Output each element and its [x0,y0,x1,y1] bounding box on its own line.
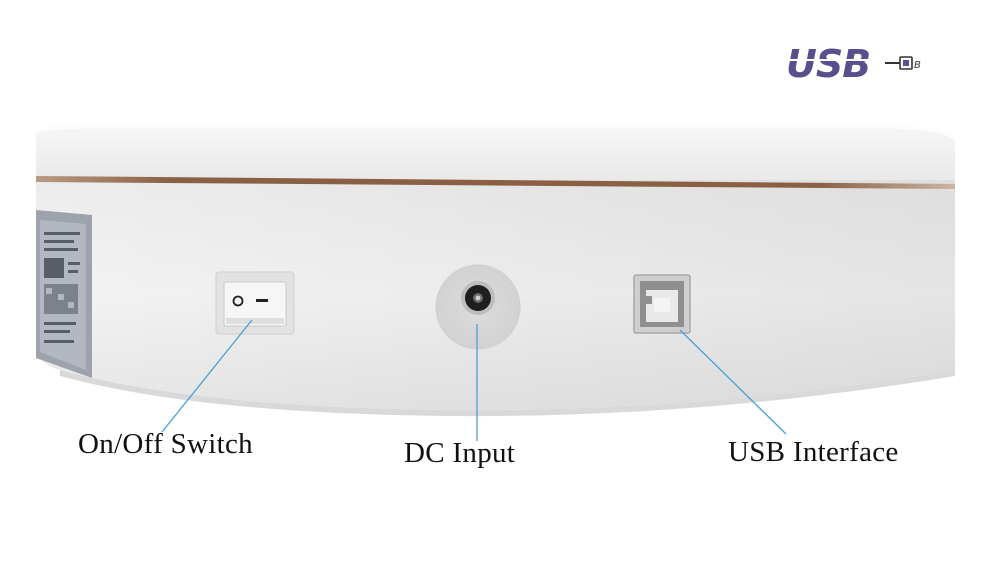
callout-line-usb [679,329,787,435]
usb-plug-icon: B [885,56,921,71]
callout-line-switch [161,319,253,433]
rocker-switch-icon [215,271,295,335]
switch-on-mark [256,299,268,302]
decorative-trim-line [36,176,955,189]
usb-logo-text: USB [786,42,870,86]
callout-label-switch: On/Off Switch [78,428,253,460]
usb-b-port-icon [633,274,691,334]
callout-label-usb-interface: USB Interface [728,436,899,468]
switch-off-mark [232,295,244,307]
usb-plug-letter: B [914,60,921,71]
callout-label-dc-input: DC Input [404,437,516,469]
callout-lines [161,319,787,441]
usb-logo: USB B [784,42,921,86]
product-label-sticker [36,210,92,378]
dc-jack-icon [435,264,521,350]
